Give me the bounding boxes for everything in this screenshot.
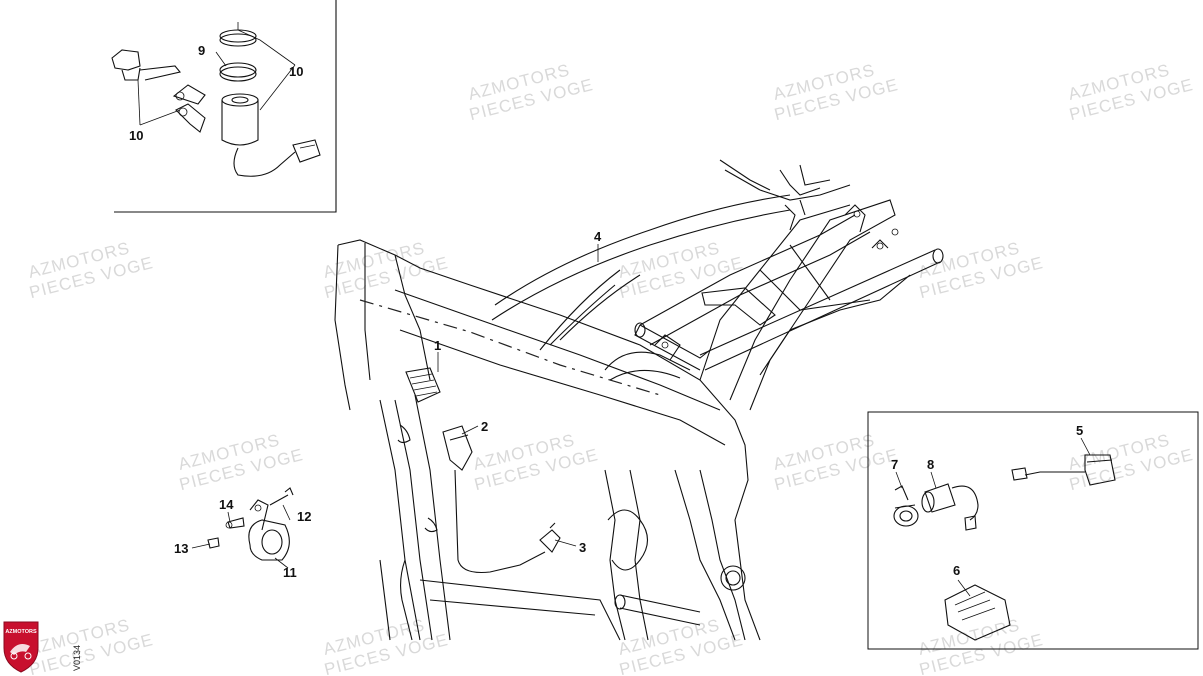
callout-12: 12 [297,509,311,524]
part-11-horn [248,499,290,561]
callout-8: 8 [927,457,934,472]
logo-text: AZMOTORS [5,629,37,635]
callout-1: 1 [434,338,441,353]
callout-10-keys: 10 [129,128,143,143]
callout-5: 5 [1076,423,1083,438]
part-14-bolt [225,517,245,529]
callout-labels: 1 2 3 4 5 6 7 8 9 10 10 11 12 13 14 [129,43,1083,580]
diagram-code: V0134 [72,645,82,671]
callout-13: 13 [174,541,188,556]
inset-ignition-switch [111,0,337,213]
callout-7: 7 [891,457,898,472]
part-2-ignition-coil [442,425,546,574]
part-3-spark-plug-cap [539,522,561,553]
inset-electrical-parts [867,411,1199,650]
callout-14: 14 [219,497,234,512]
wiring-harness [491,159,851,351]
callout-3: 3 [579,540,586,555]
part-12-bolt [269,487,294,506]
motorcycle-frame [334,199,944,641]
callout-leaders [191,244,1091,597]
part-1-regulator [405,367,441,403]
callout-10-switch: 10 [289,64,303,79]
callout-6: 6 [953,563,960,578]
callout-11: 11 [283,565,297,580]
part-13-nut [207,537,220,549]
callout-2: 2 [481,419,488,434]
callout-9: 9 [198,43,205,58]
azmotors-logo: AZMOTORS [3,621,39,673]
callout-4: 4 [594,229,602,244]
